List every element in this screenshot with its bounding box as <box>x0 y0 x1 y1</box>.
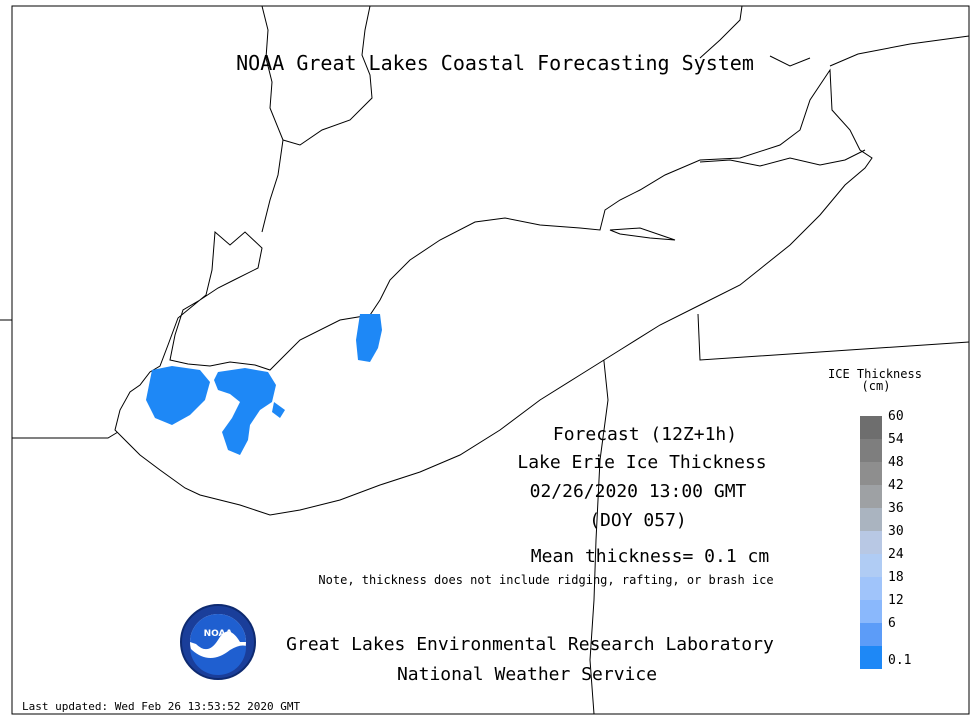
legend-swatch <box>860 462 882 485</box>
political-borders <box>12 5 970 715</box>
map-title: NOAA Great Lakes Coastal Forecasting Sys… <box>236 51 754 75</box>
legend-swatch <box>860 485 882 508</box>
thickness-note: Note, thickness does not include ridging… <box>318 573 773 587</box>
border-north-2 <box>769 55 811 67</box>
credit-glerl: Great Lakes Environmental Research Labor… <box>286 634 774 655</box>
legend-swatch <box>860 577 882 600</box>
legend-swatch <box>860 531 882 554</box>
credit-nws: National Weather Service <box>397 664 657 685</box>
ice-patch-western-basin <box>214 368 276 455</box>
ice-coverage <box>146 314 382 455</box>
legend-tick-label: 48 <box>888 455 904 470</box>
legend-unit: (cm) <box>862 379 891 393</box>
forecast-datetime: 02/26/2020 13:00 GMT <box>530 481 747 502</box>
ice-patch-maumee-bay <box>146 366 210 425</box>
legend-swatch <box>860 439 882 462</box>
legend-tick-label: 12 <box>888 593 904 608</box>
noaa-logo-text: NOAA <box>204 629 233 639</box>
long-point <box>609 227 676 241</box>
forecast-doy: (DOY 057) <box>589 510 687 531</box>
lake-erie-shoreline <box>114 68 873 516</box>
noaa-logo: NOAA <box>180 604 256 680</box>
north-shore-detail <box>699 149 866 167</box>
legend-tick-label: 54 <box>888 432 904 447</box>
legend-tick-label: 30 <box>888 524 904 539</box>
legend-swatch <box>860 623 882 646</box>
legend-swatch <box>860 646 882 669</box>
last-updated: Last updated: Wed Feb 26 13:53:52 2020 G… <box>22 700 301 713</box>
legend-tick-label: 0.1 <box>888 653 911 668</box>
legend-swatch <box>860 600 882 623</box>
border-north-1 <box>699 5 743 59</box>
border-michigan-ontario <box>261 5 284 233</box>
legend-tick-label: 60 <box>888 409 904 424</box>
ice-patch-small <box>272 402 285 418</box>
legend-swatch <box>860 554 882 577</box>
border-ny-pa <box>697 313 970 361</box>
border-pa-ohio <box>589 351 609 715</box>
legend-tick-label: 18 <box>888 570 904 585</box>
forecast-line: Forecast (12Z+1h) <box>553 424 737 445</box>
legend-swatch <box>860 416 882 439</box>
legend-tick-label: 24 <box>888 547 904 562</box>
legend-title: ICE Thickness <box>828 367 922 381</box>
mean-thickness: Mean thickness= 0.1 cm <box>531 546 769 567</box>
legend-swatch <box>860 508 882 531</box>
border-michigan-ohio <box>12 431 119 439</box>
legend-tick-label: 42 <box>888 478 904 493</box>
border-ny-ontario <box>829 35 970 67</box>
legend-tick-label: 6 <box>888 616 896 631</box>
ice-thickness-legend: 60 54 48 42 36 30 24 18 12 6 0.1 <box>860 409 911 669</box>
border-ontario-north <box>282 5 373 146</box>
legend-tick-label: 36 <box>888 501 904 516</box>
forecast-lake-title: Lake Erie Ice Thickness <box>517 452 766 473</box>
ice-patch-rondeau <box>356 314 382 362</box>
